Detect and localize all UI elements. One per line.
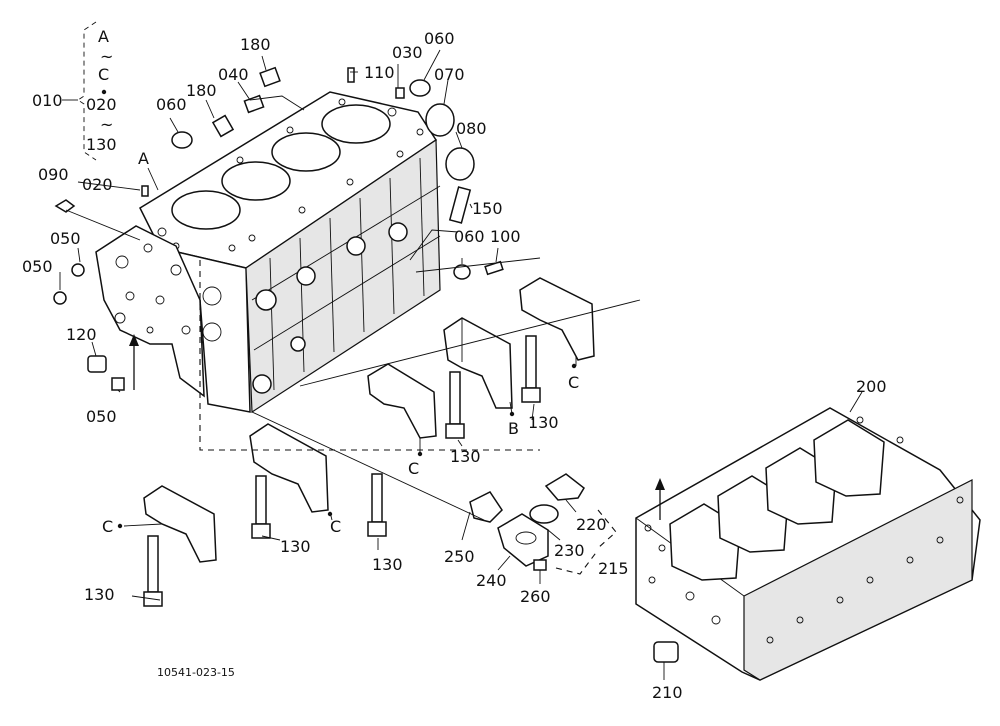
drawing-code: 10541-023-15 [157, 666, 235, 679]
bracket-key-line2: C [98, 65, 109, 84]
callout-130-mid: 130 [450, 447, 481, 466]
callout-050-b: 050 [22, 257, 53, 276]
bracket-key-line1: A [98, 27, 109, 46]
svg-text:~: ~ [100, 47, 113, 66]
callout-070: 070 [434, 65, 465, 84]
callout-120: 120 [66, 325, 97, 344]
cylinder-block [95, 91, 441, 414]
callout-250: 250 [444, 547, 475, 566]
bracket-key-label: 010 [32, 91, 63, 110]
callout-130-right: 130 [528, 413, 559, 432]
callout-labels: 180 040 110 030 060 070 180 060 080 A 09… [22, 29, 887, 702]
callout-040: 040 [218, 65, 249, 84]
callout-110: 110 [364, 63, 395, 82]
callout-150: 150 [472, 199, 503, 218]
callout-020: 020 [82, 175, 113, 194]
small-parts [53, 66, 679, 663]
callout-C-left: C [102, 517, 113, 536]
callout-A: A [138, 149, 149, 168]
callout-130-bottom: 130 [84, 585, 115, 604]
callout-220: 220 [576, 515, 607, 534]
bearing-caps [143, 277, 595, 563]
bracket-key: 010 A ~ C 020 ~ 130 [32, 21, 117, 161]
bolts [143, 335, 541, 607]
bracket-key-line3: 020 [86, 95, 117, 114]
callout-230: 230 [554, 541, 585, 560]
callout-100: 100 [490, 227, 521, 246]
svg-text:~: ~ [100, 115, 113, 134]
callout-030: 030 [392, 43, 423, 62]
callout-130-lower-mid: 130 [372, 555, 403, 574]
callout-C-mid: C [408, 459, 419, 478]
leader-lines [59, 49, 863, 680]
callout-050-c: 050 [86, 407, 117, 426]
callout-200: 200 [856, 377, 887, 396]
oil-pan [635, 407, 981, 681]
bracket-key-line4: 130 [86, 135, 117, 154]
callout-240: 240 [476, 571, 507, 590]
callout-080: 080 [456, 119, 487, 138]
callout-180-top: 180 [240, 35, 271, 54]
callout-215: 215 [598, 559, 629, 578]
callout-180-left: 180 [186, 81, 217, 100]
callout-C-right: C [568, 373, 579, 392]
callout-060-left: 060 [156, 95, 187, 114]
callout-060-top: 060 [424, 29, 455, 48]
callout-210: 210 [652, 683, 683, 702]
callout-B: B [508, 419, 519, 438]
callout-090: 090 [38, 165, 69, 184]
callout-C-lower: C [330, 517, 341, 536]
callout-130-lower-left: 130 [280, 537, 311, 556]
callout-060-mid: 060 [454, 227, 485, 246]
callout-050-a: 050 [50, 229, 81, 248]
callout-260: 260 [520, 587, 551, 606]
